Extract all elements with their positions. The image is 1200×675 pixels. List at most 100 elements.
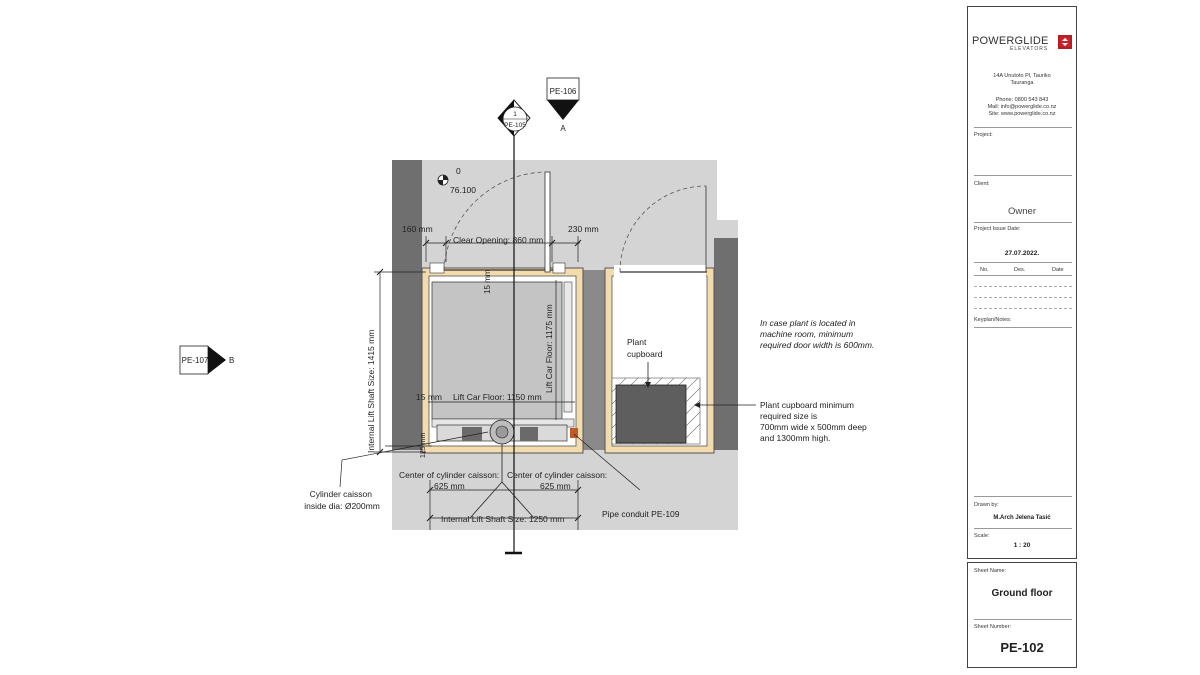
company-logo: POWERGLIDE ELEVATORS: [972, 35, 1076, 55]
dim-shaft-depth: Internal Lift Shaft Size: 1415 mm: [366, 330, 376, 453]
divider: [974, 275, 1072, 276]
elevation-tag-pe107-box: [179, 345, 209, 375]
sheet-info-block: Sheet Name: Ground floor Sheet Number: P…: [967, 562, 1077, 668]
note-plant-cupboard-line-2: required size is: [760, 411, 817, 421]
leader-lines: [339, 404, 756, 491]
note-cylinder-line-2: inside dia: Ø200mm: [304, 501, 380, 511]
drawn-by-value: M.Arch Jelena Tasić: [993, 515, 1051, 521]
revision-row: [974, 286, 1072, 287]
contact-mail: Mail: info@powerglide.co.nz: [987, 104, 1057, 110]
plant-label-arrow: [645, 382, 651, 388]
floor-plan-drawing: 0 76.100 1 PE-105 PE-106 A PE-107 B 160 …: [179, 77, 874, 555]
dim-125: 125 mm: [420, 433, 427, 458]
company-contact: Phone: 0800 543 843 Mail: info@powerglid…: [968, 97, 1076, 118]
title-block: POWERGLIDE ELEVATORS 14A Unutoto Pl, Tau…: [967, 6, 1077, 559]
logo-wordmark: POWERGLIDE: [972, 35, 1049, 47]
dim-center-right: Center of cylinder caisson:: [507, 470, 607, 480]
dim-160: 160 mm: [402, 224, 433, 234]
wall-mid-dark: [583, 270, 605, 450]
client-label: Client:: [974, 181, 990, 187]
divider: [974, 619, 1072, 620]
dim-lift-car-floor-depth: Lift Car Floor: 1175 mm: [544, 304, 554, 393]
section-tag-pe105-label: PE-105: [504, 122, 526, 129]
client-value: Owner: [1008, 206, 1036, 217]
plant-cupboard-label-line-1: Plant: [627, 337, 647, 347]
level-elevation: 76.100: [450, 185, 476, 195]
note-machine-room-line-2: machine room, minimum: [760, 329, 853, 339]
dim-230: 230 mm: [568, 224, 599, 234]
scale-value: 1 : 20: [1013, 542, 1031, 549]
dim-15-top: 15 mm: [483, 269, 492, 294]
dim-center-left: Center of cylinder caisson:: [399, 470, 499, 480]
revision-row: [974, 308, 1072, 309]
note-plant-cupboard-line-3: 700mm wide x 500mm deep: [760, 422, 867, 432]
logo-subtitle: ELEVATORS: [1010, 46, 1049, 52]
drawn-by-label: Drawn by:: [974, 502, 999, 508]
note-cylinder: Cylinder caisson inside dia: Ø200mm: [304, 489, 380, 511]
divider: [974, 496, 1072, 497]
dim-lift-car-floor-width: Lift Car Floor: 1150 mm: [453, 392, 542, 402]
scale-label: Scale:: [974, 533, 990, 539]
divider: [974, 222, 1072, 223]
column-no: No.: [980, 267, 989, 273]
door-jamb-right: [552, 262, 566, 274]
dimension-ticks: [376, 239, 582, 522]
keyplan-label: Keyplan/Notes:: [974, 317, 1012, 323]
note-pipe-conduit: Pipe conduit PE-109: [602, 509, 680, 519]
project-label: Project:: [974, 132, 993, 138]
note-plant-cupboard-line-1: Plant cupboard minimum: [760, 400, 854, 410]
contact-site: Site: www.powerglide.co.nz: [988, 111, 1056, 117]
elevation-tag-pe107-arrow: [208, 346, 226, 374]
column-des: Des.: [1014, 267, 1026, 273]
door-swing-arc: [443, 171, 546, 271]
wall-left-dark: [392, 160, 422, 450]
slab-right-upper: [717, 220, 738, 240]
dimension-lines: [374, 236, 580, 530]
level-marker: [437, 174, 449, 186]
level-value: 0: [456, 166, 461, 176]
note-plant-cupboard-line-4: and 1300mm high.: [760, 433, 830, 443]
note-plant-cupboard: Plant cupboard minimum required size is …: [760, 400, 869, 443]
elevation-tag-pe106-arrow: [547, 100, 579, 120]
dim-center-left-value: 625 mm: [434, 481, 465, 491]
elevation-tag-pe106-letter: A: [560, 124, 566, 133]
company-address: 14A Unutoto Pl, Tauriko Tauranga: [968, 73, 1076, 87]
divider: [974, 528, 1072, 529]
divider: [974, 262, 1072, 263]
issue-date-label: Project Issue Date:: [974, 226, 1021, 232]
caisson-center-lines: [469, 444, 535, 519]
note-machine-room-line-1: In case plant is located in: [760, 318, 856, 328]
address-line-2: Tauranga: [1010, 80, 1034, 86]
dim-clear-opening: Clear Opening: 860 mm: [453, 235, 543, 245]
machinery-block-2: [520, 427, 538, 441]
column-date: Date: [1052, 267, 1064, 273]
divider: [974, 175, 1072, 176]
leader-arrow-cupboard: [694, 402, 700, 408]
section-tag-pe105-number: 1: [513, 111, 517, 118]
sheet-number-label: Sheet Number:: [974, 624, 1011, 630]
divider: [974, 327, 1072, 328]
lift-car-rail: [563, 281, 573, 413]
dim-shaft-width: Internal Lift Shaft Size: 1250 mm: [441, 514, 564, 524]
note-machine-room-line-3: required door width is 600mm.: [760, 340, 874, 350]
divider: [974, 127, 1072, 128]
dim-15-left: 15 mm: [416, 392, 442, 402]
contact-phone: Phone: 0800 543 843: [995, 97, 1049, 103]
plant-cupboard-label-line-2: cupboard: [627, 349, 663, 359]
door-leaf: [544, 171, 551, 273]
plant-cupboard-label: Plant cupboard: [627, 337, 663, 359]
sheet-number-value: PE-102: [1000, 640, 1044, 655]
door-jamb-left: [429, 262, 445, 274]
sheet-name-value: Ground floor: [991, 588, 1053, 599]
issue-date-value: 27.07.2022.: [1004, 250, 1040, 257]
sheet-name-label: Sheet Name:: [974, 568, 1007, 574]
note-cylinder-line-1: Cylinder caisson: [310, 489, 373, 499]
logo-mark-icon: [1058, 35, 1072, 49]
note-machine-room: In case plant is located in machine room…: [760, 318, 874, 350]
dim-center-right-value: 625 mm: [540, 481, 571, 491]
plant-door-swing-arc: [619, 185, 707, 273]
elevation-tag-pe107-letter: B: [229, 356, 234, 365]
machinery-block-1: [462, 427, 482, 441]
plant-room-door-gap: [614, 265, 706, 277]
address-line-1: 14A Unutoto Pl, Tauriko: [993, 73, 1051, 79]
